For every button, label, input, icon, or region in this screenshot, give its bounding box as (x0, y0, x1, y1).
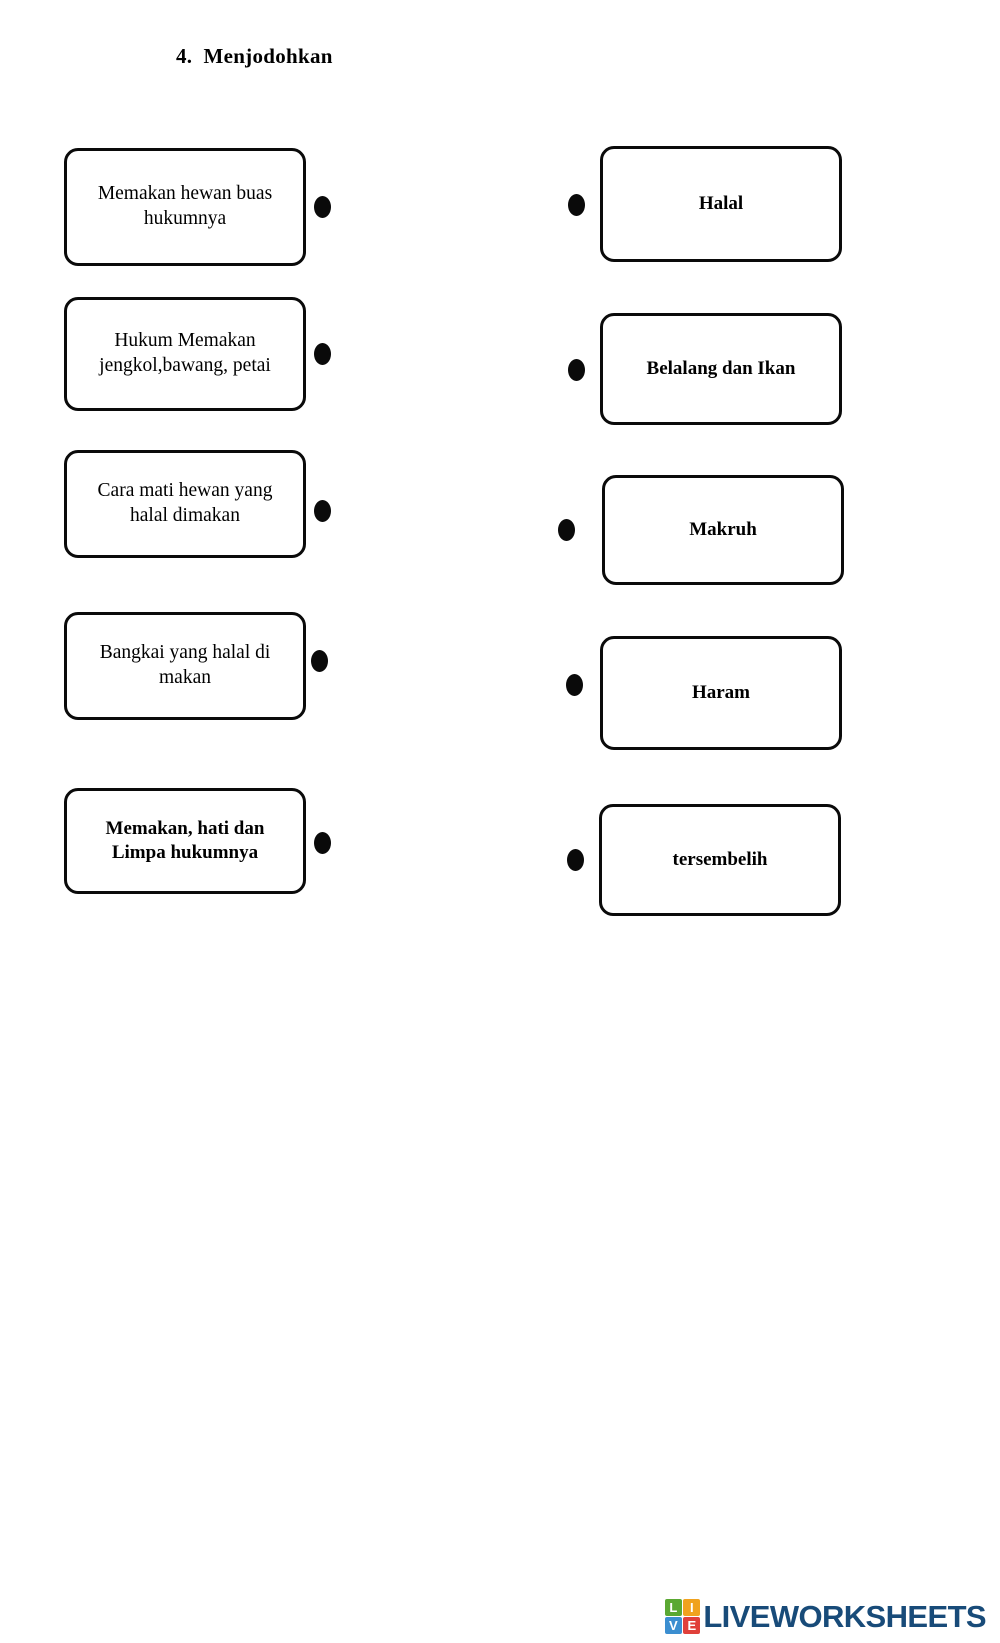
liveworksheets-logo: L I V E LIVEWORKSHEETS (664, 1598, 987, 1634)
match-left-label-2: Hukum Memakan jengkol,bawang, petai (99, 330, 271, 376)
match-right-connector-dot-4[interactable] (566, 674, 583, 696)
match-right-label-3: Makruh (689, 518, 757, 540)
page-title: 4. Menjodohkan (176, 44, 333, 68)
match-left-item-2[interactable]: Hukum Memakan jengkol,bawang, petai (64, 297, 306, 411)
liveworksheets-wordmark: LIVEWORKSHEETS (703, 1598, 986, 1634)
match-right-label-4: Haram (691, 681, 751, 703)
match-left-connector-dot-1[interactable] (314, 196, 331, 218)
match-right-label-1: Halal (698, 192, 744, 214)
match-left-label-4: Bangkai yang halal di makan (99, 642, 271, 688)
match-right-item-3[interactable]: Makruh (602, 475, 844, 585)
match-right-item-1[interactable]: Halal (600, 146, 842, 262)
match-right-connector-dot-2[interactable] (568, 359, 585, 381)
logo-cell-l: L (664, 1598, 682, 1616)
match-left-item-1[interactable]: Memakan hewan buas hukumnya (64, 148, 306, 266)
match-right-label-2: Belalang dan Ikan (646, 357, 796, 379)
match-left-label-3: Cara mati hewan yang halal dimakan (97, 480, 273, 526)
match-right-item-5[interactable]: tersembelih (599, 804, 841, 916)
match-right-connector-dot-1[interactable] (568, 194, 585, 216)
match-right-connector-dot-3[interactable] (558, 519, 575, 541)
match-left-label-5: Memakan, hati dan Limpa hukumnya (105, 817, 265, 863)
logo-cell-e: E (683, 1617, 701, 1634)
match-left-connector-dot-3[interactable] (314, 500, 331, 522)
match-right-item-4[interactable]: Haram (600, 636, 842, 750)
logo-cell-i: I (683, 1598, 701, 1616)
match-right-connector-dot-5[interactable] (567, 849, 584, 871)
match-left-connector-dot-4[interactable] (311, 650, 328, 672)
match-left-connector-dot-2[interactable] (314, 343, 331, 365)
match-left-label-1: Memakan hewan buas hukumnya (97, 183, 273, 229)
logo-cell-v: V (664, 1617, 682, 1634)
match-right-item-2[interactable]: Belalang dan Ikan (600, 313, 842, 425)
liveworksheets-mark-icon: L I V E (664, 1598, 701, 1634)
match-left-item-5[interactable]: Memakan, hati dan Limpa hukumnya (64, 788, 306, 894)
match-left-item-4[interactable]: Bangkai yang halal di makan (64, 612, 306, 720)
matching-exercise: Memakan hewan buas hukumnya Halal Hukum … (64, 146, 844, 916)
match-right-label-5: tersembelih (672, 848, 768, 870)
match-left-item-3[interactable]: Cara mati hewan yang halal dimakan (64, 450, 306, 558)
match-left-connector-dot-5[interactable] (314, 832, 331, 854)
